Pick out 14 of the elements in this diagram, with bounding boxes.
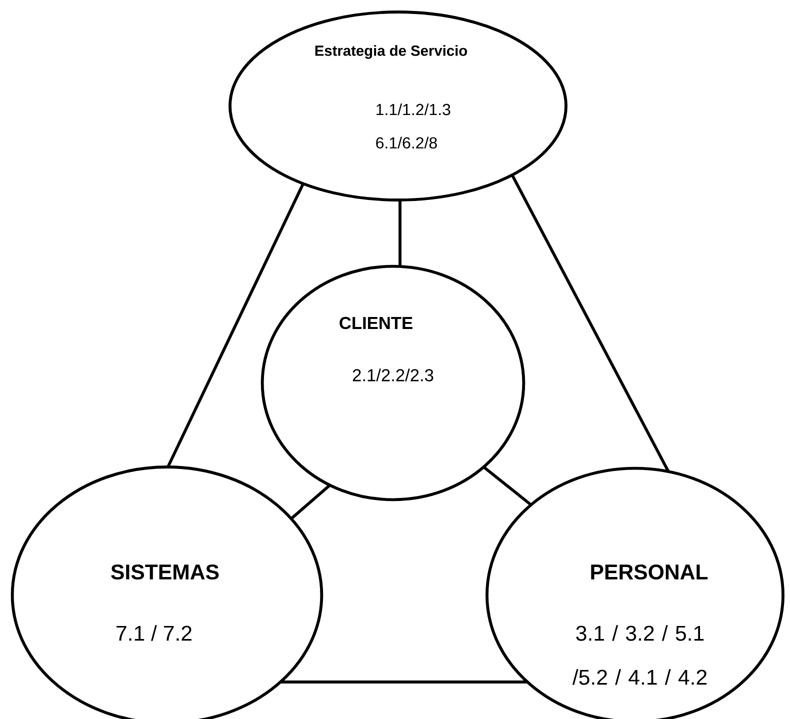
numbers: 1.1/1.2/1.3 6.1/6.2/8 <box>376 103 450 149</box>
connector-line <box>290 484 331 520</box>
heading: CLIENTE <box>340 316 412 330</box>
heading: Estrategia de Servicio <box>315 45 468 59</box>
heading: SISTEMAS <box>111 564 219 580</box>
numbers: 3.1 / 3.2 / 5.1 /5.2 / 4.1 / 4.2 <box>572 625 707 685</box>
connector-line <box>483 466 532 506</box>
numbers: 7.1 / 7.2 <box>116 625 192 641</box>
connector-line <box>398 200 402 266</box>
numbers: 2.1/2.2/2.3 <box>352 368 434 382</box>
heading: PERSONAL <box>591 564 708 580</box>
connector-line <box>166 182 305 468</box>
connector-line <box>510 174 670 472</box>
connector-line <box>280 680 528 684</box>
